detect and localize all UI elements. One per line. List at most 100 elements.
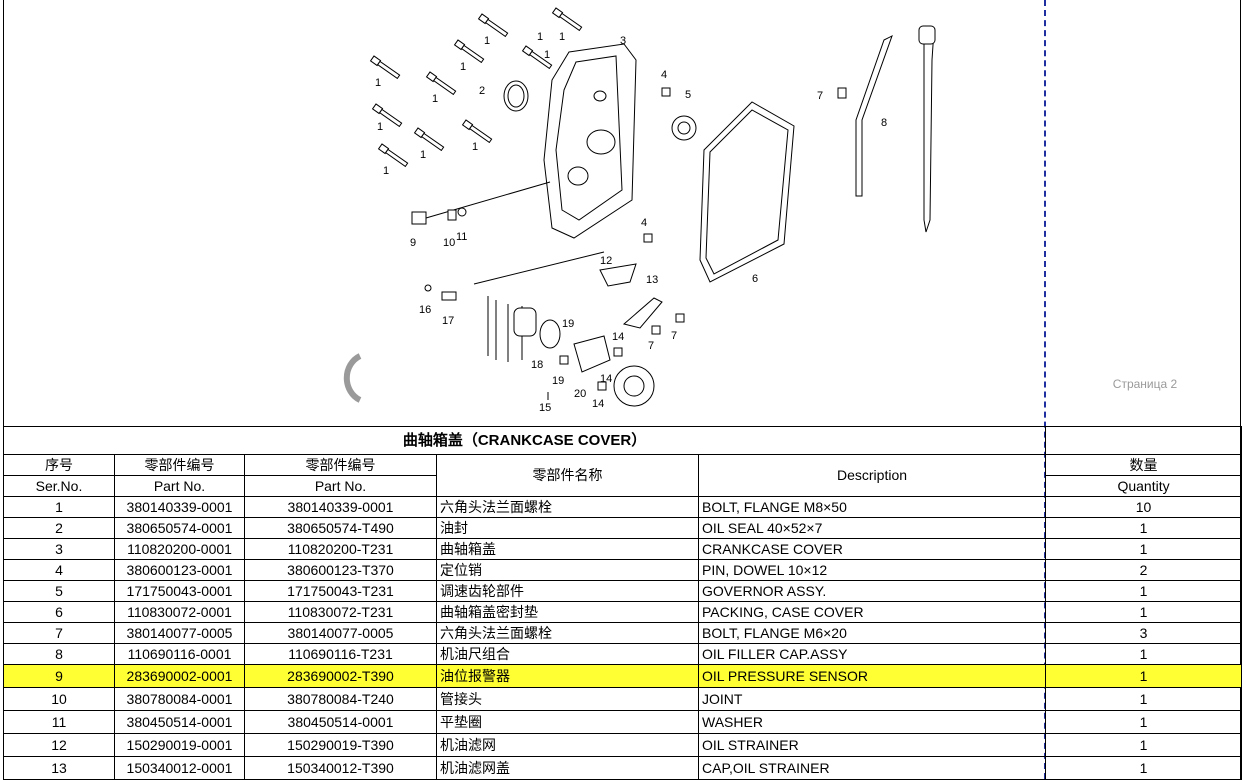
cell-quantity: 1 [1045, 733, 1243, 757]
callout-label: 11 [456, 231, 467, 243]
table-title-row: 曲轴箱盖（CRANKCASE COVER） [2, 426, 1243, 455]
callout-label: 1 [375, 77, 381, 89]
cell-part-no: 283690002-0001 [114, 664, 245, 688]
bolt-group [369, 7, 583, 168]
callout-label: 14 [600, 373, 612, 385]
cell-ser-no: 4 [3, 559, 115, 581]
header-part2-cn: 零部件编号 [244, 454, 437, 476]
header-part2-en: Part No. [244, 475, 437, 497]
callout-label: 20 [574, 388, 586, 400]
frame-left-border [3, 0, 4, 779]
cell-quantity: 1 [1045, 643, 1243, 665]
cell-description: OIL PRESSURE SENSOR [697, 664, 1047, 688]
cell-part-no: 110820200-0001 [114, 538, 245, 560]
header-part1-en: Part No. [114, 475, 245, 497]
cell-part-no: 380650574-0001 [114, 517, 245, 539]
cell-ser-no: 1 [3, 496, 115, 518]
cell-description: BOLT, FLANGE M8×50 [697, 496, 1047, 518]
cell-description: PACKING, CASE COVER [697, 601, 1047, 623]
cell-description: CAP,OIL STRAINER [697, 756, 1047, 780]
cell-ser-no: 3 [3, 538, 115, 560]
cell-ser-no: 6 [3, 601, 115, 623]
exploded-diagram [343, 7, 936, 407]
cell-ser-no: 7 [3, 622, 115, 644]
parts-table: 曲轴箱盖（CRANKCASE COVER） 序号 零部件编号 零部件编号 零部件… [2, 426, 1243, 780]
callout-label: 14 [592, 398, 604, 410]
callout-label: 1 [377, 121, 383, 133]
cell-part-no: 150290019-0001 [114, 733, 245, 757]
header-ser-cn: 序号 [3, 454, 115, 476]
callout-label: 7 [648, 340, 654, 352]
cell-part-no-2: 171750043-T231 [244, 580, 437, 602]
callout-label: 1 [420, 149, 426, 161]
cell-part-no-2: 380780084-T240 [244, 687, 437, 711]
header-qty-en: Quantity [1045, 475, 1243, 497]
cell-ser-no: 12 [3, 733, 115, 757]
callout-label: 6 [752, 273, 758, 285]
cell-ser-no: 9 [3, 664, 115, 688]
callout-label: 1 [544, 49, 550, 61]
callout-label: 1 [460, 61, 466, 73]
title-blank-cell [1045, 426, 1243, 455]
table-title: 曲轴箱盖（CRANKCASE COVER） [2, 426, 1047, 455]
callout-label: 1 [383, 165, 389, 177]
cell-part-name: 油位报警器 [436, 664, 699, 688]
cell-part-name: 机油滤网盖 [436, 756, 699, 780]
cell-part-no: 150340012-0001 [114, 756, 245, 780]
cell-part-no-2: 380600123-T370 [244, 559, 437, 581]
callout-label: 2 [479, 85, 485, 97]
page-break-line [1044, 0, 1046, 779]
callout-label: 9 [410, 237, 416, 249]
callout-label: 7 [817, 90, 823, 102]
cell-quantity: 1 [1045, 687, 1243, 711]
cell-quantity: 3 [1045, 622, 1243, 644]
cell-part-name: 调速齿轮部件 [436, 580, 699, 602]
cell-part-no: 110830072-0001 [114, 601, 245, 623]
cell-part-name: 机油滤网 [436, 733, 699, 757]
callout-labels: 1 1 1 1 1 1 1 1 1 1 1 2 3 4 4 5 6 7 7 7 … [375, 31, 887, 414]
cell-description: OIL FILLER CAP.ASSY [697, 643, 1047, 665]
header-name-cn: 零部件名称 [436, 454, 699, 497]
callout-label: 19 [552, 375, 564, 387]
cell-part-name: 定位销 [436, 559, 699, 581]
cell-quantity: 1 [1045, 756, 1243, 780]
cell-ser-no: 11 [3, 710, 115, 734]
cell-ser-no: 10 [3, 687, 115, 711]
cell-part-no-2: 150290019-T390 [244, 733, 437, 757]
cell-description: OIL SEAL 40×52×7 [697, 517, 1047, 539]
cell-description: JOINT [697, 687, 1047, 711]
header-ser-en: Ser.No. [3, 475, 115, 497]
cell-part-no-2: 150340012-T390 [244, 756, 437, 780]
callout-label: 15 [539, 402, 551, 414]
header-row-en: Ser.No. Part No. Part No. Quantity [3, 475, 1243, 497]
cell-ser-no: 13 [3, 756, 115, 780]
cell-description: WASHER [697, 710, 1047, 734]
cell-ser-no: 2 [3, 517, 115, 539]
page-number-label: Страница 2 [1112, 377, 1178, 391]
callout-label: 7 [671, 330, 677, 342]
callout-label: 19 [562, 318, 574, 330]
cell-part-name: 管接头 [436, 687, 699, 711]
callout-label: 4 [661, 69, 667, 81]
callout-label: 1 [432, 93, 438, 105]
cell-part-name: 曲轴箱盖密封垫 [436, 601, 699, 623]
callout-label: 16 [419, 304, 431, 316]
cell-part-no-2: 283690002-T390 [244, 664, 437, 688]
callout-label: 4 [641, 217, 647, 229]
cell-quantity: 1 [1045, 664, 1243, 688]
cell-quantity: 1 [1045, 601, 1243, 623]
